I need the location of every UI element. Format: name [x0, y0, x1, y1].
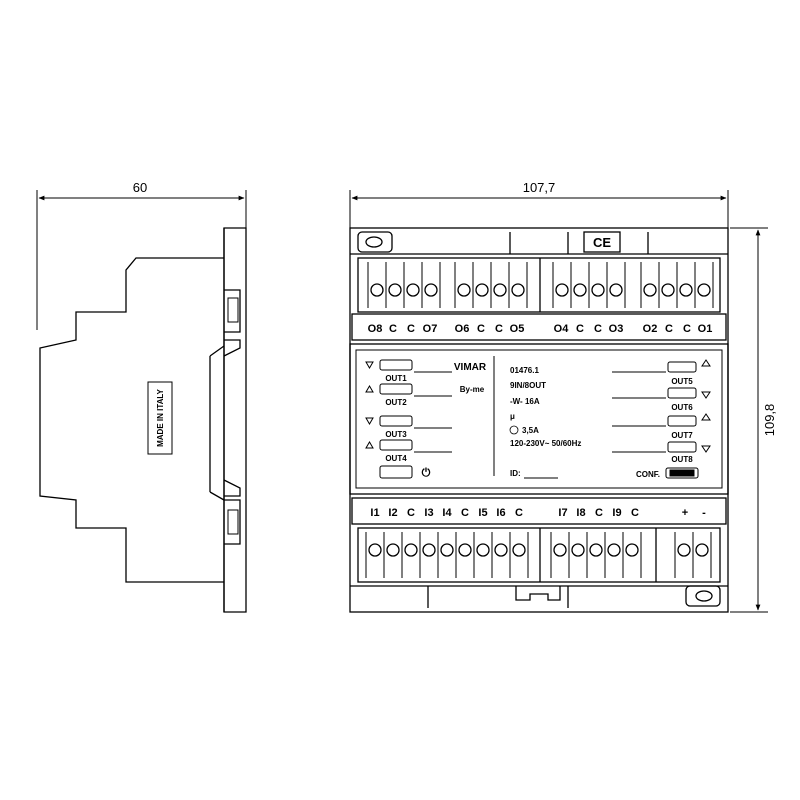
bottom-terminal-label: I5	[478, 507, 487, 519]
panel-specs: 01476.1 9IN/8OUT -W- 16A μ 3,5A 120-230V…	[509, 366, 660, 479]
bottom-terminal-label: I4	[442, 507, 452, 519]
bottom-terminal-label: I9	[612, 507, 621, 519]
out1-label: OUT1	[385, 374, 407, 383]
top-terminal-label: C	[495, 323, 503, 335]
rating-16a: -W- 16A	[510, 397, 540, 406]
left-output-labels: OUT1 OUT2 OUT3 OUT4 ⏻	[385, 374, 430, 479]
top-terminal-label: O1	[698, 323, 713, 335]
id-label: ID:	[510, 469, 521, 478]
bottom-terminal-label: C	[461, 507, 469, 519]
rating-3-5a: 3,5A	[522, 426, 539, 435]
bottom-terminal-label: I2	[388, 507, 397, 519]
top-terminal-label: O6	[455, 323, 470, 335]
bottom-terminal-label: C	[407, 507, 415, 519]
top-terminal-label: O5	[510, 323, 525, 335]
bottom-terminal-label: I3	[424, 507, 433, 519]
dimension-side-width: 60	[36, 180, 247, 330]
dimension-front-width: 107,7	[349, 180, 729, 228]
made-in-label: MADE IN ITALY	[156, 388, 165, 446]
top-terminal-label: O2	[643, 323, 658, 335]
panel-brand: VIMAR By-me	[454, 362, 487, 394]
top-terminal-label: C	[683, 323, 691, 335]
front-width-value: 107,7	[523, 180, 556, 195]
voltage-label: 120-230V~ 50/60Hz	[510, 439, 581, 448]
micro-label: μ	[510, 412, 515, 421]
bottom-terminal-label: +	[682, 507, 688, 519]
power-icon: ⏻	[422, 466, 431, 479]
top-terminal-label: C	[594, 323, 602, 335]
bottom-terminal-label: -	[702, 507, 706, 519]
top-terminal-label: O4	[554, 323, 570, 335]
panel-left-outputs	[365, 356, 495, 479]
bottom-screw-row	[368, 543, 709, 557]
out5-label: OUT5	[671, 377, 693, 386]
bottom-terminal-label: I7	[558, 507, 567, 519]
front-height-value: 109,8	[762, 404, 777, 437]
rating-16a-value: 16A	[525, 397, 540, 406]
ce-mark: CE	[593, 235, 611, 250]
top-terminal-label: C	[576, 323, 584, 335]
bottom-terminal-label: C	[595, 507, 603, 519]
top-terminal-label: O8	[368, 323, 383, 335]
out2-label: OUT2	[385, 398, 407, 407]
dimension-front-height: 109,8	[730, 227, 777, 613]
io-description: 9IN/8OUT	[510, 381, 546, 390]
top-terminal-label: C	[389, 323, 397, 335]
top-terminal-label: C	[665, 323, 673, 335]
side-view	[39, 227, 247, 613]
motor-icon	[509, 425, 519, 435]
side-width-value: 60	[133, 180, 147, 195]
out6-label: OUT6	[671, 403, 693, 412]
right-output-labels: OUT5 OUT6 OUT7 OUT8	[671, 377, 693, 464]
model-number: 01476.1	[510, 366, 539, 375]
conf-label: CONF.	[636, 470, 660, 479]
bottom-terminal-label: I8	[576, 507, 585, 519]
bottom-terminal-label: I6	[496, 507, 505, 519]
sub-brand-label: By-me	[460, 385, 485, 394]
top-terminal-label: O7	[423, 323, 438, 335]
front-view	[349, 227, 729, 613]
top-terminal-label: O3	[609, 323, 624, 335]
top-screw-row	[370, 283, 711, 297]
top-terminal-labels: O8 C C O7 O6 C C O5 O4 C C O3 O2 C C O1	[368, 323, 713, 335]
out7-label: OUT7	[671, 431, 693, 440]
bottom-terminal-label: I1	[370, 507, 379, 519]
resistive-load-icon: -W-	[510, 397, 525, 406]
top-terminal-label: C	[477, 323, 485, 335]
top-terminal-label: C	[407, 323, 415, 335]
bottom-terminal-label: C	[631, 507, 639, 519]
panel-right-outputs	[612, 359, 711, 479]
brand-label: VIMAR	[454, 362, 487, 373]
out8-label: OUT8	[671, 455, 693, 464]
out4-label: OUT4	[385, 454, 407, 463]
out3-label: OUT3	[385, 430, 407, 439]
bottom-terminal-label: C	[515, 507, 523, 519]
bottom-terminal-labels: I1 I2 C I3 I4 C I5 I6 C I7 I8 C I9 C + -	[370, 507, 706, 519]
